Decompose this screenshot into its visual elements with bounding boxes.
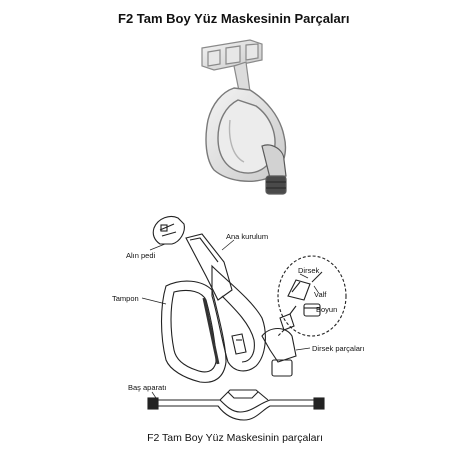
cushion-part bbox=[161, 280, 227, 383]
headgear-part bbox=[147, 389, 325, 421]
elbow-callout bbox=[277, 255, 347, 337]
label-neck: Boyun bbox=[316, 305, 338, 314]
forehead-support bbox=[201, 39, 263, 71]
mask-elbow bbox=[261, 144, 287, 195]
label-elbow: Dirsek bbox=[298, 266, 320, 275]
frame-part bbox=[185, 233, 266, 372]
figure-caption: F2 Tam Boy Yüz Maskesinin parçaları bbox=[147, 432, 323, 444]
label-frame: Ana kurulum bbox=[226, 232, 269, 241]
label-cushion: Tampon bbox=[112, 294, 139, 303]
elbow-part bbox=[261, 305, 297, 377]
page-title: F2 Tam Boy Yüz Maskesinin Parçaları bbox=[118, 11, 350, 26]
forehead-pad-part bbox=[152, 215, 185, 245]
label-forehead-pad: Alın pedi bbox=[126, 251, 156, 260]
label-valve: Valf bbox=[314, 290, 327, 299]
label-headgear: Baş aparatı bbox=[128, 383, 167, 392]
label-elbow-parts: Dirsek parçaları bbox=[312, 344, 365, 353]
